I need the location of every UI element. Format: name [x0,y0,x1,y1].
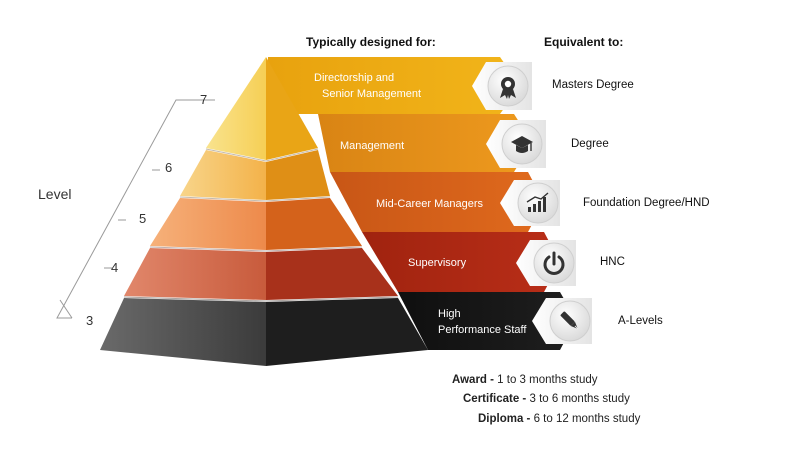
note-certificate: Certificate - 3 to 6 months study [463,393,630,405]
level-number-4: 4 [111,260,119,275]
tier-7-designed-for-line1: Directorship and [314,72,395,84]
tier-6-equivalent: Degree [571,138,609,150]
tier-3-designed-for: High Performance Staff [438,306,526,338]
tier-4-equivalent: HNC [600,256,625,268]
pyramid-face-level-3 [100,298,266,366]
tier-7-equivalent: Masters Degree [552,79,634,91]
tier-3-equivalent: A-Levels [618,315,663,327]
pyramid-face-level-5 [150,198,266,250]
level-number-3: 3 [86,313,94,328]
tier-ribbons [266,57,576,350]
pyramid-faces [100,57,428,366]
note-certificate-text: 3 to 6 months study [526,393,630,405]
pyramid-face-level-4 [124,248,266,300]
note-award-label: Award - [452,374,494,386]
graduation-cap-icon [511,136,533,153]
bar-chart-icon [526,192,549,212]
note-diploma-label: Diploma - [478,413,531,425]
note-award: Award - 1 to 3 months study [452,374,598,386]
ribbon-level-7 [266,57,520,114]
ribbon-level-4 [362,232,560,292]
level-number-7: 7 [200,92,208,107]
ribbon-level-3 [398,292,576,350]
pyramid-face-level-7 [206,57,266,160]
designed-for-header: Typically designed for: [306,35,436,49]
tier-5-equivalent: Foundation Degree/HND [583,197,710,209]
level-number-5: 5 [139,211,147,226]
tier-4-designed-for: Supervisory [408,257,467,269]
note-diploma: Diploma - 6 to 12 months study [478,413,640,425]
tier-3-designed-for-line2: Performance Staff [438,324,527,336]
award-rosette-icon [500,77,516,99]
level-guide-lines [56,99,215,319]
pyramid-face-level-6 [180,150,266,200]
power-icon [543,251,565,275]
pen-icon [560,311,579,330]
tier-5-designed-for: Mid-Career Managers [376,198,483,210]
note-certificate-label: Certificate - [463,393,527,405]
equivalent-to-header: Equivalent to: [544,35,624,49]
level-number-6: 6 [165,160,173,175]
level-axis-title: Level [38,186,72,202]
tier-3-designed-for-line1: High [438,308,461,320]
note-diploma-text: 6 to 12 months study [530,413,641,425]
tier-7-designed-for: Directorship and Senior Management [314,70,421,102]
note-award-text: 1 to 3 months study [493,374,598,386]
tier-6-designed-for: Management [340,140,405,152]
ribbon-level-5 [330,172,544,232]
tier-7-designed-for-line2: Senior Management [322,88,422,100]
ribbon-level-6 [318,114,532,172]
